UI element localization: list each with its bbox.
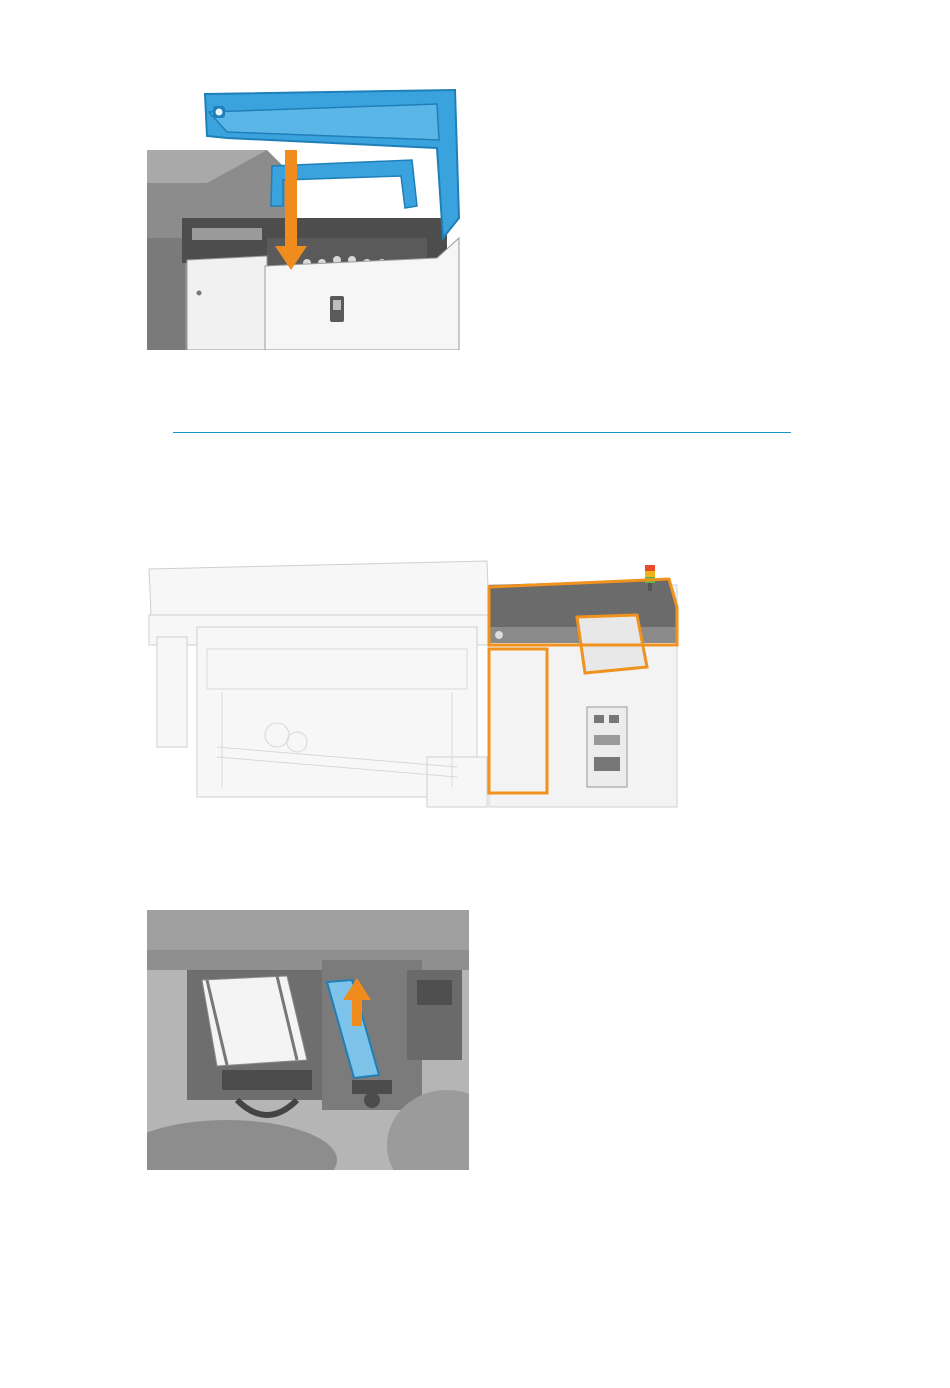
section-divider <box>173 432 791 433</box>
printhead-cleaning-cartridge-removal-illustration <box>147 910 469 1170</box>
printer-cover-close-illustration <box>147 88 460 350</box>
printer-side-module-highlight-illustration <box>147 557 683 819</box>
